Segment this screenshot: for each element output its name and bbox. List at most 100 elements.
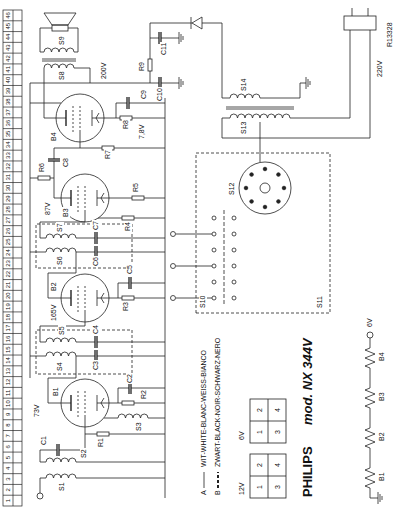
components — [175, 77, 183, 89]
grid-number: 25 — [4, 236, 12, 247]
grid-number: 7 — [4, 431, 12, 442]
ruler-tick — [3, 236, 22, 237]
wiring — [30, 8, 374, 498]
ruler-tick — [3, 85, 22, 86]
part-label: C10 — [156, 87, 164, 102]
wiring — [344, 16, 376, 30]
part-label: 1 — [256, 429, 264, 435]
voltage-note: 220V — [376, 60, 384, 78]
screening-box — [36, 153, 330, 374]
selector-pin — [282, 186, 286, 190]
maker-name: PHILIPS — [300, 445, 315, 498]
part-label: B1 — [378, 471, 386, 482]
ruler-tick — [3, 355, 22, 356]
part-label: B2 — [378, 431, 386, 442]
grid-number: 20 — [4, 290, 12, 301]
part-label: R7 — [104, 149, 112, 160]
part-label: C3 — [92, 360, 100, 371]
ruler-tick — [3, 171, 22, 172]
part-label: R5 — [132, 182, 140, 193]
components — [148, 57, 152, 73]
ruler-tick — [3, 365, 22, 366]
wire-colour-key: ZWART-BLACK-NOIR-SCHWARZ-NERO — [214, 337, 222, 468]
ruler-tick — [3, 290, 22, 291]
grid-number: 42 — [4, 53, 12, 64]
ruler-tick — [3, 387, 22, 388]
heater-chain — [365, 338, 375, 498]
ruler-tick — [3, 204, 22, 205]
part-label: S6 — [56, 255, 64, 266]
part-label: R3 — [122, 301, 130, 312]
components — [120, 97, 136, 109]
part-label: R1 — [97, 437, 105, 448]
components — [95, 432, 111, 436]
components — [374, 492, 382, 504]
grid-number: 14 — [4, 355, 12, 366]
components — [44, 64, 74, 68]
selector-switch — [260, 183, 270, 193]
part-label: B3 — [378, 391, 386, 402]
ruler-tick — [3, 462, 22, 463]
ruler-tick — [3, 20, 22, 21]
connector-table — [250, 454, 286, 498]
part-label: 1 — [256, 484, 264, 490]
voltage-note: 165V — [50, 304, 58, 322]
ruler-tick — [3, 139, 22, 140]
ruler-tick — [3, 160, 22, 161]
part-label: C7 — [92, 220, 100, 231]
part-label: R8 — [122, 119, 130, 130]
grid-number: 29 — [4, 193, 12, 204]
selector-pin — [250, 173, 254, 177]
part-label: S12 — [228, 182, 236, 196]
heater-chain — [365, 338, 375, 498]
components — [61, 274, 109, 322]
grid-number: 10 — [4, 398, 12, 409]
grid-number: 40 — [4, 75, 12, 86]
grid-number: 43 — [4, 42, 12, 53]
components — [175, 32, 183, 44]
wire-colour-key: WIT-WHITE-BLANC-WEISS-BIANCO — [200, 349, 208, 468]
part-label: B4 — [50, 131, 58, 142]
voltage-note: 73V — [33, 404, 41, 418]
grid-number: 2 — [4, 484, 12, 495]
part-label: 2 — [256, 462, 264, 468]
selector-switch — [239, 162, 291, 214]
connector-table — [250, 399, 286, 498]
switch-contact — [232, 280, 236, 284]
components — [120, 216, 136, 220]
ruler-tick — [3, 63, 22, 64]
model-title: mod. NX 344V — [300, 337, 315, 426]
grid-number: 1 — [4, 495, 12, 506]
grid-number: 26 — [4, 226, 12, 237]
connector-table — [250, 454, 286, 498]
components — [46, 248, 76, 252]
components — [50, 444, 66, 456]
grid-ruler — [3, 10, 22, 506]
switch-contact — [212, 216, 216, 220]
grid-number: 24 — [4, 247, 12, 258]
grid-number: 19 — [4, 301, 12, 312]
wiring — [224, 208, 225, 304]
grid-number: 37 — [4, 107, 12, 118]
part-label: R2 — [140, 389, 148, 400]
switch-contact — [232, 264, 236, 268]
grid-number: 32 — [4, 161, 12, 172]
part-label: C9 — [140, 89, 148, 100]
wiring — [30, 8, 376, 499]
grid-number: 39 — [4, 85, 12, 96]
switch-contact — [232, 248, 236, 252]
part-label: S7 — [56, 222, 64, 233]
ruler-tick — [3, 408, 22, 409]
wiring — [171, 232, 176, 237]
ruler-tick — [3, 182, 22, 183]
grid-number: 23 — [4, 258, 12, 269]
grid-number: 33 — [4, 150, 12, 161]
part-label: S13 — [240, 121, 248, 135]
ruler-tick — [3, 473, 22, 474]
ruler-tick — [3, 376, 22, 377]
part-label: S9 — [58, 35, 66, 46]
wiring — [171, 296, 176, 301]
components — [46, 234, 76, 238]
grid-number: 36 — [4, 118, 12, 129]
